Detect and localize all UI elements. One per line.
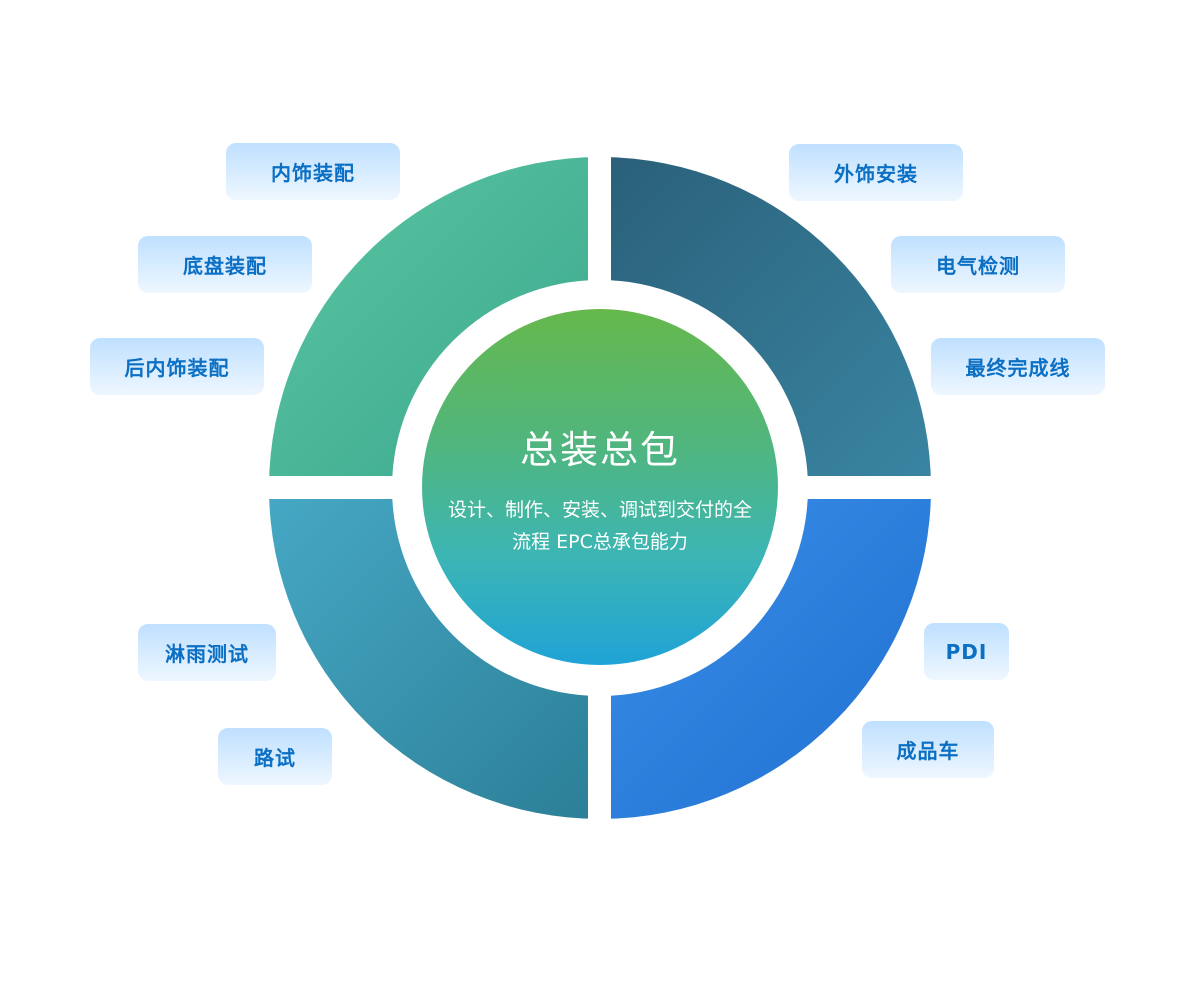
label-rain-test: 淋雨测试 [138, 624, 276, 681]
label-road-test: 路试 [218, 728, 332, 785]
center-description: 设计、制作、安装、调试到交付的全流程 EPC总承包能力 [447, 499, 752, 553]
label-exterior-installation: 外饰安装 [789, 144, 963, 201]
label-electrical-testing: 电气检测 [891, 236, 1065, 293]
label-interior-assembly: 内饰装配 [226, 143, 400, 200]
center-circle: 总装总包 设计、制作、安装、调试到交付的全流程 EPC总承包能力 [422, 309, 778, 665]
label-rear-interior-assembly: 后内饰装配 [90, 338, 264, 395]
label-pdi: PDI [924, 623, 1009, 680]
center-title: 总装总包 [519, 428, 680, 472]
label-final-line: 最终完成线 [931, 338, 1105, 395]
label-chassis-assembly: 底盘装配 [138, 236, 312, 293]
label-finished-vehicle: 成品车 [862, 721, 994, 778]
